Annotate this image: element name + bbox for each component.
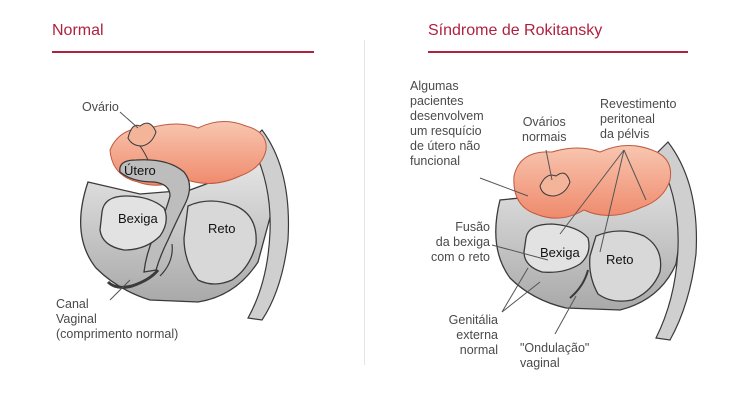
rokitansky-title-rule <box>428 51 688 53</box>
normal-vaginal-canal <box>106 269 160 289</box>
normal-uterus <box>119 159 191 273</box>
leader-dimple <box>554 295 577 335</box>
label-remnant-line-6: funcional <box>410 154 461 168</box>
panel-divider <box>364 40 365 365</box>
label-remnant-line-2: pacientes <box>410 94 464 108</box>
label-utero: Útero <box>124 163 156 178</box>
leader-lining-3 <box>623 149 647 201</box>
label-genitalia-line-2: externa <box>456 328 498 342</box>
label-canal-line-1: Canal <box>56 297 89 311</box>
label-genitalia-line-1: Genitália <box>448 313 498 327</box>
leader-canal <box>109 279 131 301</box>
leader-genitalia-2 <box>501 281 541 313</box>
label-dimple-line-2: vaginal <box>520 356 560 370</box>
label-remnant-uterus: Algumas pacientes desenvolvem um resquíc… <box>410 79 484 169</box>
label-fusion: Fusão da bexiga com o reto <box>420 220 490 265</box>
rokitansky-peritoneum <box>513 145 672 219</box>
leader-lining-1 <box>559 149 625 235</box>
rokitansky-bladder <box>523 223 590 273</box>
rokitansky-rectum <box>589 230 662 302</box>
label-peritoneal-lining: Revestimento peritoneal da pélvis <box>600 97 676 142</box>
label-remnant-line-1: Algumas <box>410 79 459 93</box>
leader-genitalia-1 <box>501 267 529 313</box>
label-lining-line-1: Revestimento <box>600 97 677 111</box>
label-ovarios-normais: Ovários normais <box>522 115 566 145</box>
leader-ovaries <box>545 149 553 181</box>
label-lining-line-3: da pélvis <box>600 127 650 141</box>
label-bexiga-left: Bexiga <box>118 211 158 226</box>
label-canal-vaginal: Canal Vaginal (comprimento normal) <box>56 297 178 342</box>
normal-canal-wall <box>159 243 173 277</box>
normal-bladder <box>99 195 167 251</box>
leader-ovario <box>119 111 139 129</box>
label-lining-line-2: peritoneal <box>600 112 655 126</box>
label-fusion-line-2: da bexiga <box>435 235 490 249</box>
label-genitalia: Genitália externa normal <box>430 313 498 358</box>
label-dimple-line-1: "Ondulação" <box>520 341 590 355</box>
leader-remnant <box>479 177 529 197</box>
label-remnant-line-3: desenvolvem <box>410 109 484 123</box>
label-vaginal-dimple: "Ondulação" vaginal <box>520 341 589 371</box>
leader-fusion <box>491 244 549 261</box>
leader-lining-2 <box>599 149 625 253</box>
normal-title-rule <box>52 51 314 53</box>
label-fusion-line-3: com o reto <box>430 250 490 264</box>
label-remnant-line-5: de útero não <box>410 139 481 153</box>
label-remnant-line-4: um resquício <box>410 124 482 138</box>
normal-panel-title: Normal <box>52 22 104 39</box>
label-canal-line-2: Vaginal <box>56 312 97 326</box>
normal-rectum <box>183 200 257 285</box>
rokitansky-sacrum <box>655 141 698 341</box>
label-reto-left: Reto <box>208 221 236 236</box>
label-ovario: Ovário <box>82 100 119 114</box>
label-ovaries-line-1: Ovários <box>522 115 566 129</box>
rokitansky-vaginal-dimple <box>569 269 589 299</box>
label-fusion-line-1: Fusão <box>455 220 490 234</box>
rokitansky-panel-title: Síndrome de Rokitansky <box>428 22 603 39</box>
normal-sacrum <box>247 129 290 321</box>
label-ovaries-line-2: normais <box>522 130 567 144</box>
label-bexiga-right: Bexiga <box>540 245 580 260</box>
label-canal-line-3: (comprimento normal) <box>56 327 179 341</box>
rokitansky-ovary <box>539 172 571 197</box>
label-reto-right: Reto <box>606 252 634 267</box>
label-genitalia-line-3: normal <box>459 343 498 357</box>
